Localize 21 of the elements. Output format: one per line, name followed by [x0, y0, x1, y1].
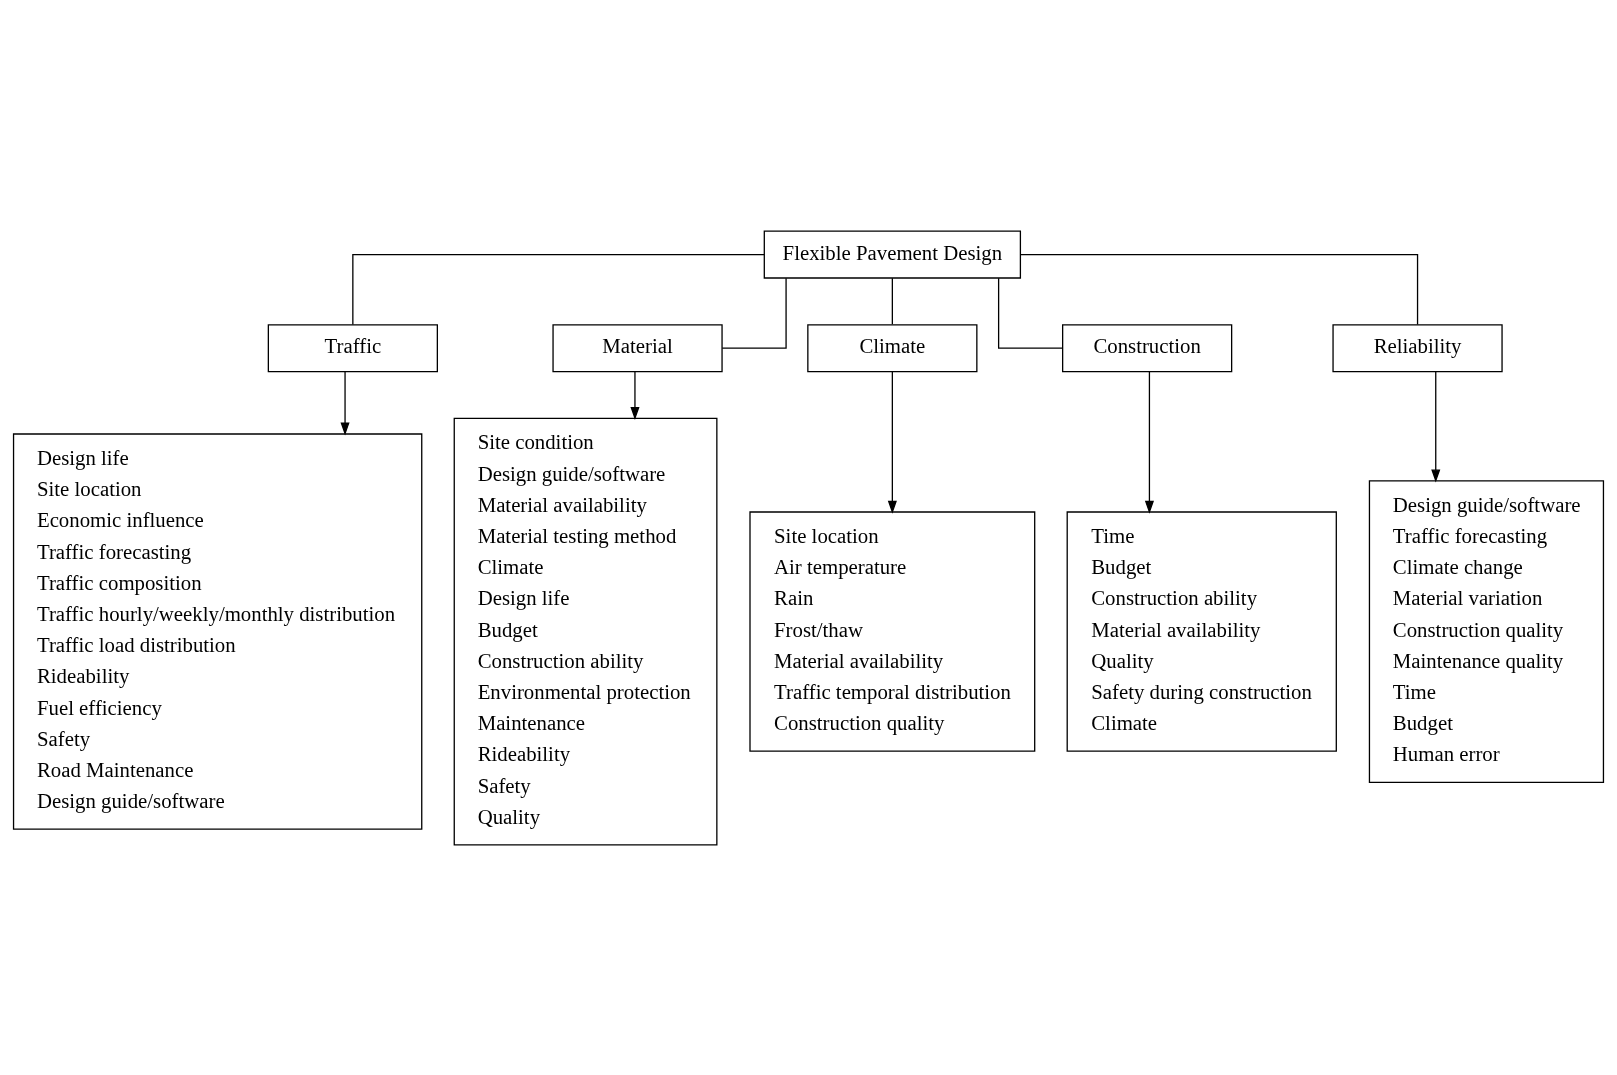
arrow [340, 370, 350, 435]
connector [721, 277, 787, 349]
arrow [887, 370, 897, 514]
node-box: Material [552, 323, 723, 372]
connector [997, 277, 1064, 349]
node-box: Construction [1062, 323, 1233, 372]
arrow [1431, 370, 1441, 483]
connector [352, 253, 765, 325]
node-box: Reliability [1332, 323, 1503, 372]
connector [1019, 253, 1419, 325]
node-box: Site condition Design guide/software Material availability Material testing method Climate Design life Budget Construction ability Environmental protection Maintenance Rideability Safety Quality [453, 417, 718, 845]
connector [891, 277, 893, 325]
arrow [630, 370, 640, 420]
arrow [1144, 370, 1154, 514]
node-box: Design life Site location Economic influence Traffic forecasting Traffic composition Traffic hourly/weekly/monthly distribution Traffic load distribution Rideability Fuel efficiency Safety Road Maintenance Design guide/software [12, 432, 423, 830]
node-box: Traffic [267, 323, 438, 372]
node-box: Flexible Pavement Design [763, 230, 1022, 279]
node-box: Design guide/software Traffic forecasting Climate change Material variation Construction quality Maintenance quality Time Budget Human error [1368, 479, 1605, 783]
node-box: Climate [807, 323, 978, 372]
node-box: Time Budget Construction ability Material availability Quality Safety during construction Climate [1066, 510, 1337, 752]
node-box: Site location Air temperature Rain Frost/thaw Material availability Traffic temporal distribution Construction quality [749, 510, 1036, 752]
